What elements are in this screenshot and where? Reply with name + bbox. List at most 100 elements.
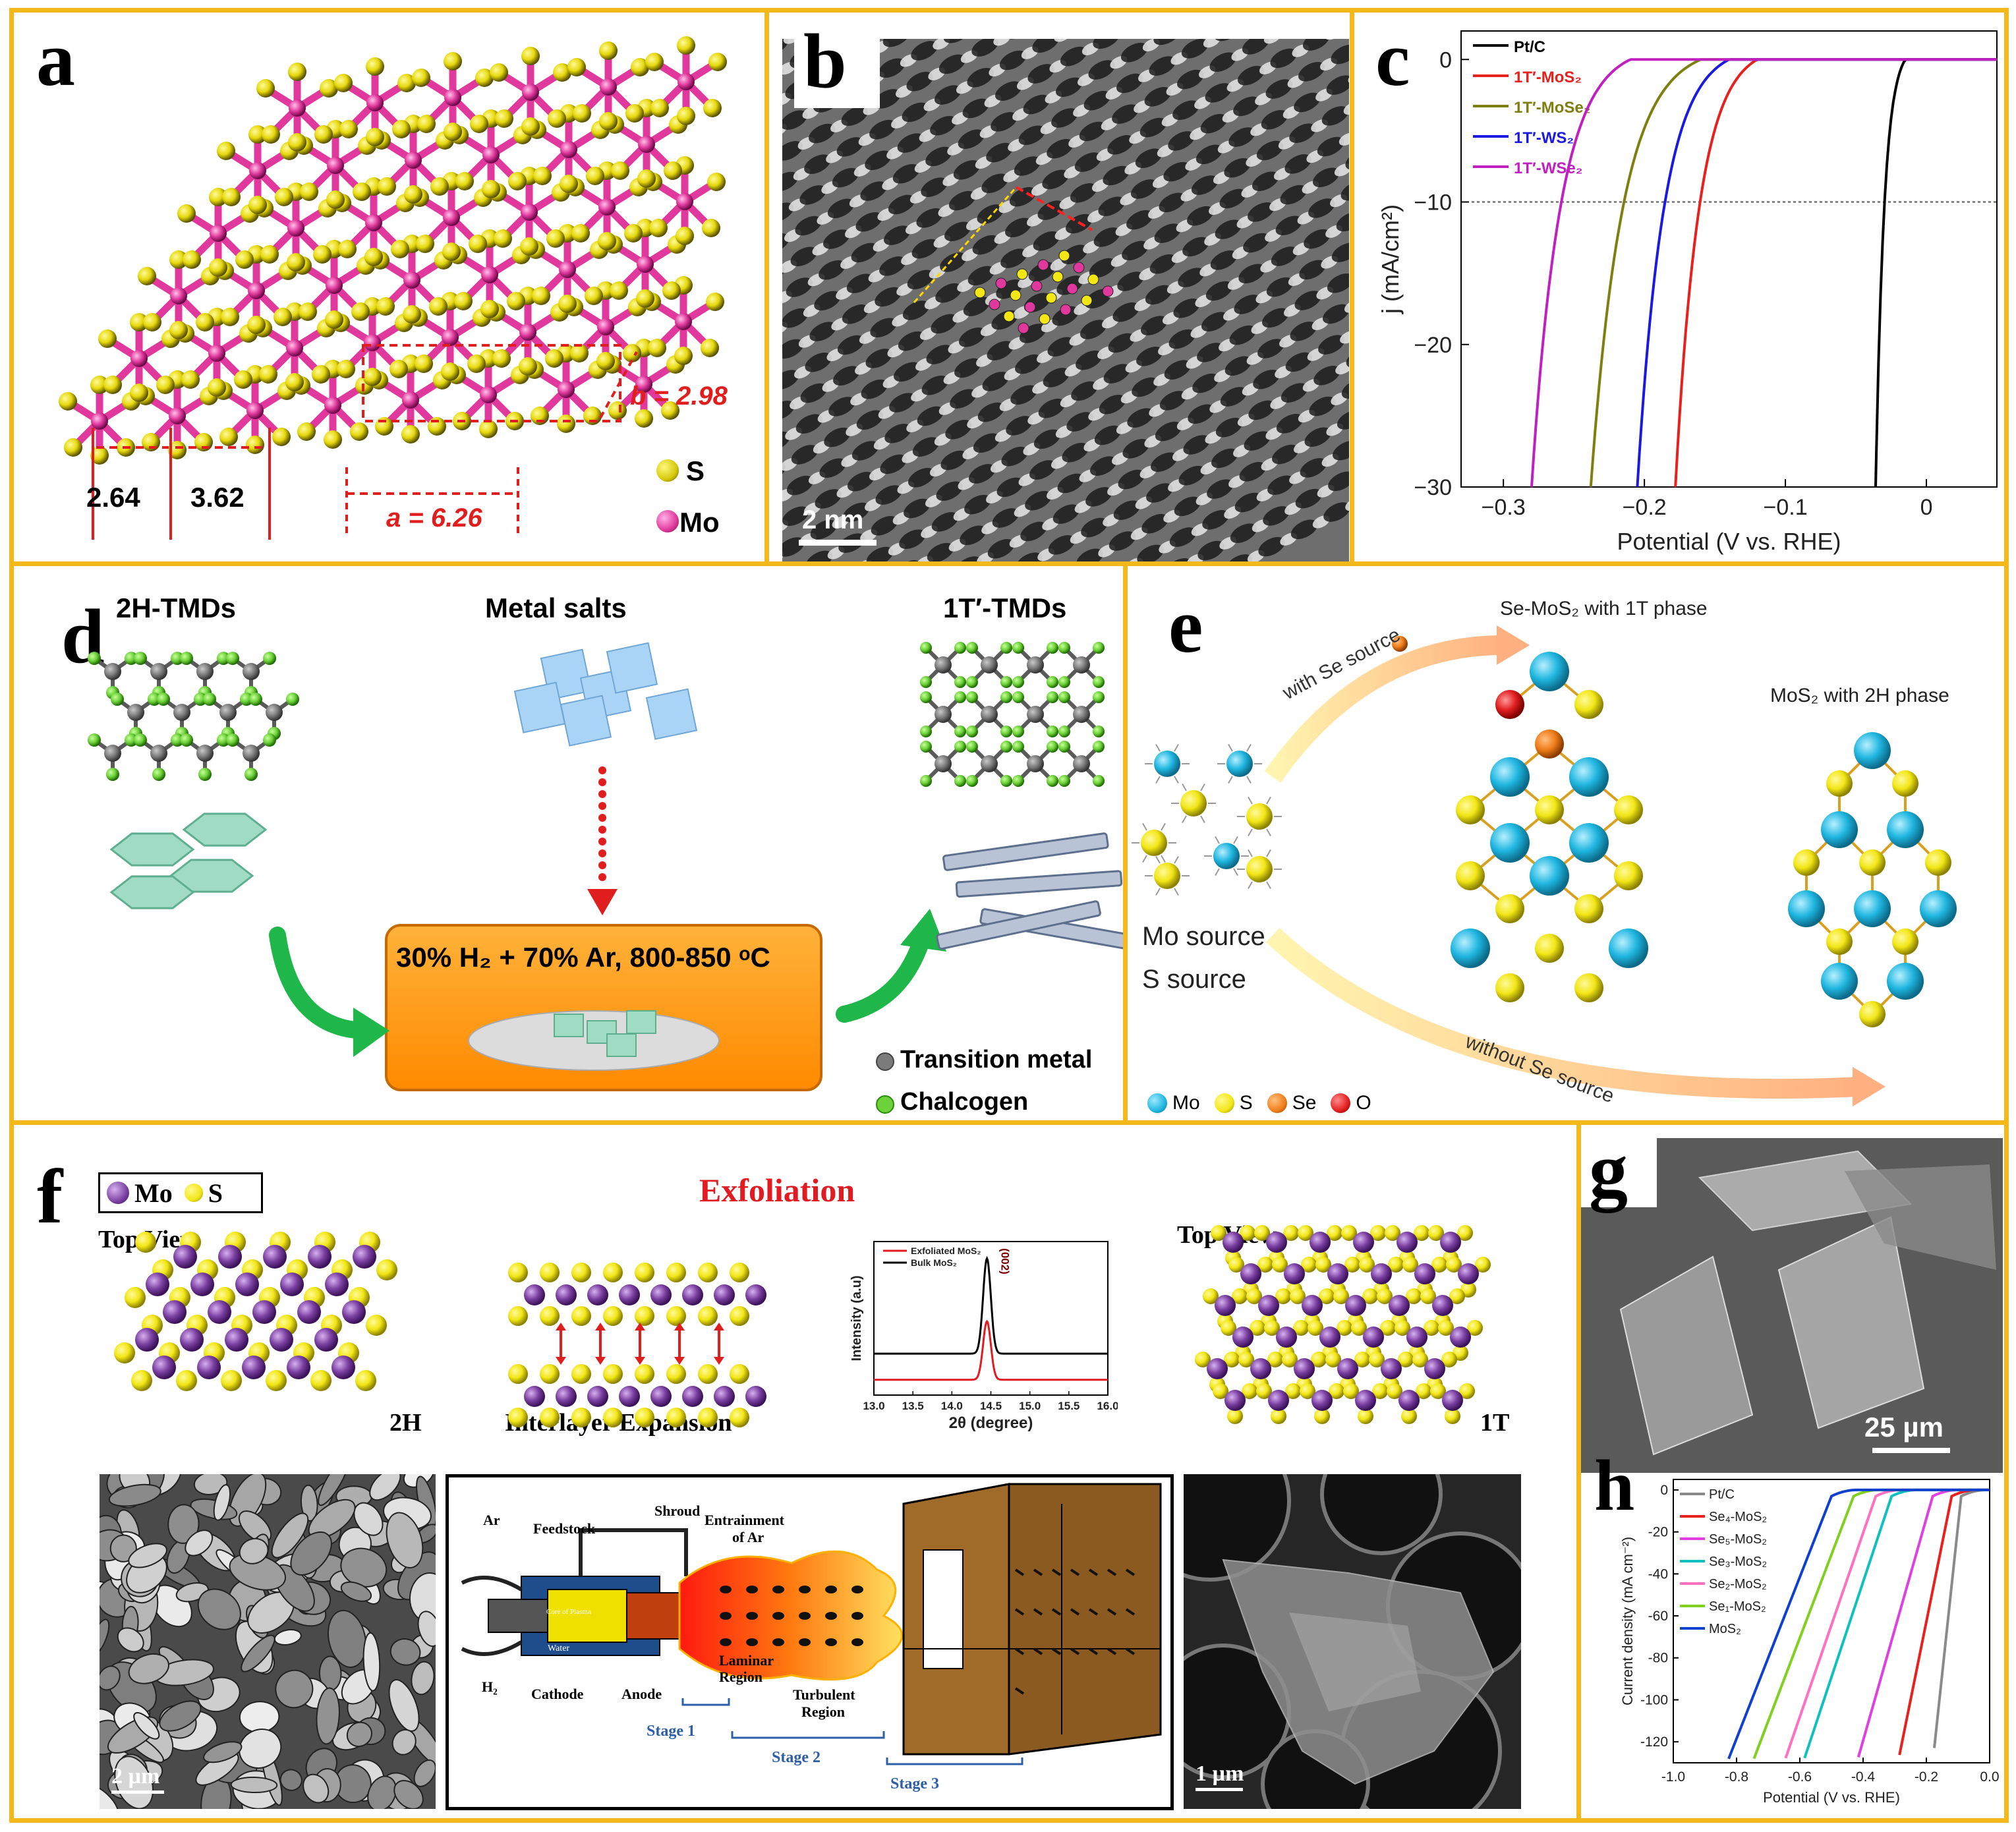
tem-dark-spot — [1120, 42, 1148, 63]
metal-atom — [196, 663, 214, 680]
s-atom — [470, 115, 488, 133]
s-atom — [1195, 1352, 1211, 1367]
tem-dark-spot — [1266, 277, 1294, 297]
tem-dark-spot — [1224, 356, 1252, 376]
s-atom — [608, 401, 627, 420]
overlay-atom — [1102, 285, 1114, 297]
mo-atom — [676, 193, 693, 210]
tem-dark-spot — [931, 512, 959, 532]
x-tick-label: −0.3 — [1482, 495, 1526, 520]
legend-label-3: Se₃-MoS₂ — [1709, 1555, 1767, 1569]
s-atom — [558, 295, 577, 313]
chalcogen-atom — [966, 642, 978, 654]
s-atom — [326, 190, 345, 209]
tem-dark-spot — [782, 537, 805, 557]
tem-dark-spot — [963, 297, 991, 316]
tem-dark-spot — [945, 420, 972, 440]
tem-dark-spot — [999, 50, 1027, 71]
s-atom — [662, 281, 681, 300]
arrow-dot — [598, 838, 606, 845]
s-atom — [482, 180, 500, 198]
mo-atom — [482, 146, 500, 163]
s-atom — [1250, 1320, 1265, 1336]
tem-dark-spot — [982, 372, 1010, 391]
tem-dark-spot — [889, 393, 916, 413]
tem-dark-spot — [819, 260, 846, 280]
tem-dark-spot — [804, 154, 831, 175]
tem-dark-spot — [861, 379, 888, 399]
particle — [720, 1586, 732, 1593]
s-atom — [540, 1263, 560, 1282]
mo-atom — [745, 1284, 766, 1305]
tem-dark-spot — [799, 185, 826, 205]
ligand — [1215, 868, 1220, 876]
legend-label-0: Exfoliated MoS₂ — [911, 1245, 981, 1256]
overlay-atom — [1039, 313, 1051, 325]
tem-dark-spot — [1210, 250, 1238, 270]
s-atom — [364, 248, 383, 266]
tem-dark-spot — [1135, 148, 1163, 169]
flake — [114, 1756, 154, 1809]
legend-e: Mo S Se O — [1147, 1090, 1371, 1116]
label-s-source: S source — [1142, 965, 1246, 994]
flake — [239, 1537, 269, 1564]
mo-atom — [331, 1356, 355, 1379]
mo-atom — [249, 162, 266, 179]
tem-dark-spot — [972, 235, 1000, 255]
scalebar — [799, 540, 877, 546]
s-atom — [1221, 1320, 1236, 1336]
mo-atom — [1232, 1327, 1253, 1348]
chalcogen-atom — [1058, 691, 1070, 703]
ligand — [1266, 828, 1271, 836]
s-atom — [1325, 1352, 1341, 1367]
mo-atom — [297, 1300, 321, 1324]
metal-atom — [1073, 755, 1090, 772]
arrow-down — [556, 1357, 566, 1365]
s-atom — [599, 112, 618, 130]
tem-dark-spot — [865, 349, 892, 368]
deposit — [1070, 1568, 1080, 1576]
s-atom — [1369, 1352, 1385, 1367]
flake — [167, 1504, 200, 1544]
sch-entrainment: Entrainment — [705, 1512, 784, 1528]
mo-atom — [1458, 1263, 1479, 1284]
tem-dark-spot — [1239, 462, 1267, 482]
mo-atom — [130, 350, 148, 367]
s-atom — [540, 1306, 560, 1326]
tem-dark-spot — [958, 327, 986, 347]
tem-dark-spot — [795, 414, 823, 434]
tem-dark-spot — [1219, 188, 1246, 209]
s-atom — [222, 188, 241, 206]
legend-box-f: Mo S — [98, 1172, 263, 1213]
crystal-2 — [1777, 1216, 1925, 1429]
s-atom — [1271, 1408, 1286, 1424]
mo-atom — [289, 100, 306, 117]
metal-atom — [935, 755, 952, 772]
chalcogen-atom — [954, 676, 966, 688]
tem-dark-spot — [1126, 210, 1153, 230]
s-atom — [1333, 1288, 1349, 1304]
deposit — [1107, 1647, 1117, 1655]
x-tick-label: −0.2 — [1623, 495, 1667, 520]
chalcogen-atom — [198, 768, 212, 781]
tem-dark-spot — [1094, 425, 1122, 445]
ligand — [1248, 797, 1253, 805]
legend-label-5: Se₁-MoS₂ — [1709, 1599, 1766, 1614]
arrow-down — [635, 1357, 645, 1365]
s-atom — [391, 240, 409, 258]
tem-dark-spot — [1062, 442, 1089, 463]
arrow-down — [674, 1357, 685, 1365]
tem-dark-spot — [1136, 347, 1163, 366]
flake — [302, 1773, 330, 1804]
mo-atom — [170, 287, 187, 304]
s-atom — [1438, 1320, 1454, 1336]
sample-piece — [554, 1014, 584, 1037]
overlay-atom — [1073, 262, 1085, 273]
chalcogen-atom — [111, 693, 124, 706]
lattice-atom — [1793, 849, 1820, 876]
tem-dark-spot — [1182, 237, 1209, 257]
precursor-atom — [1180, 790, 1207, 816]
s-atom — [1395, 1320, 1410, 1336]
ar-tube — [461, 1576, 523, 1591]
mo-atom — [1294, 1358, 1315, 1379]
